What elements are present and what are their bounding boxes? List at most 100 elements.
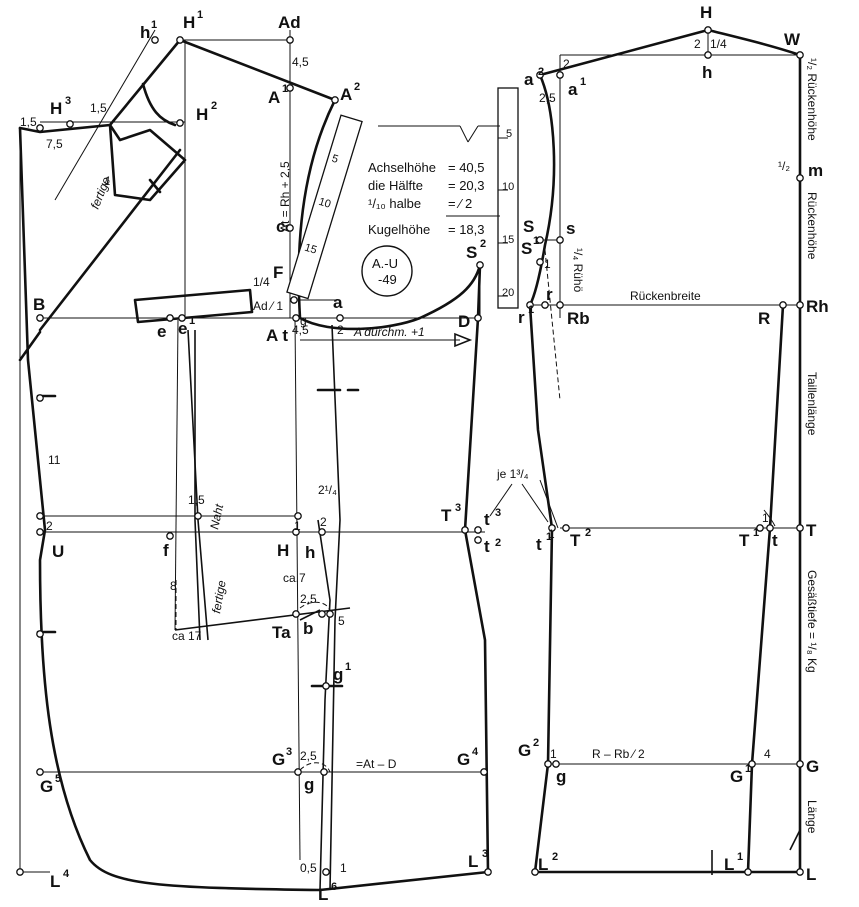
label-D: D bbox=[458, 312, 470, 331]
armhole-ruler: 5 10 15 bbox=[286, 114, 363, 300]
m-45b: 4,5 bbox=[292, 323, 309, 337]
label-T2-sup: 2 bbox=[585, 527, 591, 539]
label-r: r bbox=[546, 285, 553, 304]
label-A2-sup: 2 bbox=[354, 81, 360, 93]
label-G1-sup: 1 bbox=[745, 763, 751, 775]
label-a1-sup: 1 bbox=[580, 76, 586, 88]
table-row3-value: = ⁄ 2 bbox=[448, 196, 472, 211]
side-back-height: Rückenhöhe bbox=[805, 192, 819, 260]
table-row2-value: = 20,3 bbox=[448, 178, 485, 193]
side-quarter-back: ¹/₄ Rühö bbox=[571, 248, 585, 293]
back-labels: H W h a 2 a 1 S s S 1 r 1 r Rb R Rh m t … bbox=[518, 3, 829, 884]
label-r1-sup: 1 bbox=[528, 304, 534, 316]
m-1d: 1 bbox=[548, 527, 555, 541]
label-t2-sup: 2 bbox=[495, 537, 501, 549]
label-t3-sup: 3 bbox=[495, 507, 501, 519]
label-A1-sup: 1 bbox=[282, 83, 288, 95]
note-atd: =At – D bbox=[356, 757, 397, 771]
table-row1-label: Achselhöhe bbox=[368, 160, 436, 175]
ruler-15: 15 bbox=[502, 234, 514, 246]
label-T3: T bbox=[441, 506, 452, 525]
note-at-formula: At = Rh + 2,5 bbox=[278, 161, 292, 232]
label-S1: S bbox=[521, 239, 532, 258]
label-R: R bbox=[758, 309, 770, 328]
m-2d: 2 bbox=[694, 37, 701, 51]
front-construction-lines bbox=[19, 29, 485, 873]
label-c: c bbox=[276, 217, 285, 236]
back-ruler: 5 10 15 20 bbox=[497, 87, 519, 309]
label-S2-sup: 2 bbox=[480, 238, 486, 250]
label-e: e bbox=[157, 322, 166, 341]
m-ad14: 1/4 bbox=[253, 275, 270, 289]
m-ca17: ca 17 bbox=[172, 629, 202, 643]
label-h1-sup: 1 bbox=[151, 19, 157, 31]
label-g1: g bbox=[333, 665, 343, 684]
m-1a: 1 bbox=[294, 519, 301, 533]
m-2b: 2 bbox=[46, 519, 53, 533]
label-H2: H bbox=[196, 105, 208, 124]
label-T3-sup: 3 bbox=[455, 502, 461, 514]
m-1e: 1 bbox=[762, 511, 769, 525]
label-L: L bbox=[806, 865, 816, 884]
label-L1-sup: 1 bbox=[737, 851, 743, 863]
point-markers bbox=[16, 26, 804, 876]
m-214: 2¹/₄ bbox=[318, 483, 337, 497]
label-a2: a bbox=[524, 70, 534, 89]
label-A1: A bbox=[268, 88, 280, 107]
m-25b: 2,5 bbox=[300, 749, 317, 763]
m-1b: 1 bbox=[340, 861, 347, 875]
m-05: 0,5 bbox=[300, 861, 317, 875]
side-seat: Gesäßtiefe = ¹/₈ Kg bbox=[805, 570, 819, 673]
label-Rb: Rb bbox=[567, 309, 590, 328]
side-waist: Taillenlänge bbox=[805, 372, 819, 436]
label-a1: a bbox=[568, 80, 578, 99]
label-H1-sup: 1 bbox=[197, 9, 203, 21]
note-adurchm: A'durchm. +1 bbox=[353, 325, 425, 339]
label-bg: g bbox=[556, 767, 566, 786]
table-row2-label: die Hälfte bbox=[368, 178, 423, 193]
label-S2: S bbox=[466, 243, 477, 262]
label-H3: H bbox=[50, 99, 62, 118]
m-1c: 1 bbox=[544, 257, 551, 271]
label-t2: t bbox=[484, 537, 490, 556]
m-15c: 1,5 bbox=[188, 493, 205, 507]
m-15b: 1,5 bbox=[90, 101, 107, 115]
label-t3: t bbox=[484, 510, 490, 529]
label-F: F bbox=[273, 263, 283, 282]
label-W: W bbox=[784, 30, 801, 49]
label-t: t bbox=[772, 531, 778, 550]
label-G1: G bbox=[730, 767, 743, 786]
m-g: g bbox=[300, 314, 307, 328]
circle-line1: A.-U bbox=[372, 256, 398, 271]
label-G2-sup: 2 bbox=[533, 737, 539, 749]
back-measures: 2 1/4 2 2,5 1 1 1 1 4 R – Rb ⁄ 2 Rückenb… bbox=[539, 37, 790, 761]
m-8: 8 bbox=[170, 579, 177, 593]
label-b: b bbox=[303, 619, 313, 638]
m-25c: 2,5 bbox=[539, 91, 556, 105]
m-2a: 2 bbox=[337, 323, 344, 337]
label-T2: T bbox=[570, 531, 581, 550]
label-H1: H bbox=[183, 13, 195, 32]
armruler-5: 5 bbox=[330, 153, 339, 166]
label-h1: h bbox=[140, 23, 150, 42]
label-L3-sup: 3 bbox=[482, 848, 488, 860]
table-row1-value: = 40,5 bbox=[448, 160, 485, 175]
m-25a: 2,5 bbox=[300, 592, 317, 606]
label-L4-sup: 4 bbox=[63, 868, 70, 880]
label-a: a bbox=[333, 293, 343, 312]
label-Ad: Ad bbox=[278, 13, 301, 32]
label-L2-sup: 2 bbox=[552, 851, 558, 863]
label-T1-sup: 1 bbox=[753, 527, 759, 539]
label-t1: t bbox=[536, 535, 542, 554]
label-s: s bbox=[566, 219, 575, 238]
m-14: 1/4 bbox=[710, 37, 727, 51]
m-2e: 2 bbox=[563, 57, 570, 71]
label-A2: A bbox=[340, 85, 352, 104]
label-U: U bbox=[52, 542, 64, 561]
label-G3: G bbox=[272, 750, 285, 769]
label-t1-sup: 1 bbox=[546, 531, 552, 543]
m-5: 5 bbox=[338, 614, 345, 628]
back-outline bbox=[528, 28, 802, 875]
label-Rh: Rh bbox=[806, 297, 829, 316]
